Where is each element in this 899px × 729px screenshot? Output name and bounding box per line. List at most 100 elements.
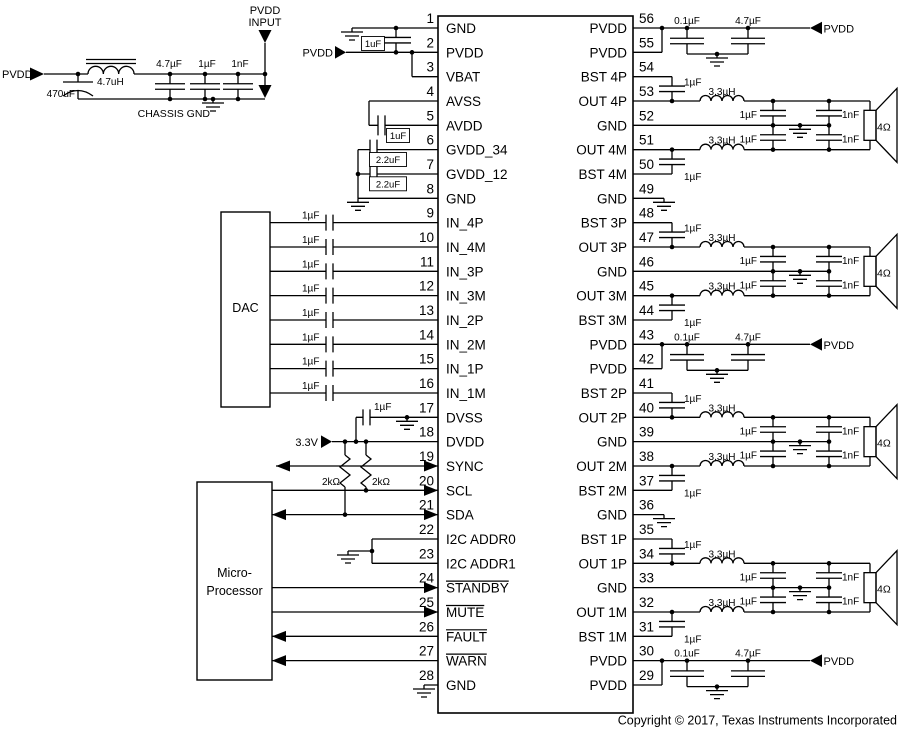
pin-name-I2C-ADDR1: I2C ADDR1	[446, 556, 516, 571]
junction-dot	[353, 439, 359, 444]
pin-number-8: 8	[426, 181, 434, 196]
label-l_out: 3.3µH	[709, 598, 736, 609]
pin-name-PVDD: PVDD	[589, 362, 627, 377]
pin-number-3: 3	[426, 60, 434, 75]
speaker-cone-icon	[875, 403, 898, 481]
junction-dot	[826, 585, 832, 590]
junction-dot	[745, 25, 751, 31]
pin-number-21: 21	[419, 498, 434, 513]
pin-number-30: 30	[639, 644, 654, 659]
label-c_in_dac: 1µF	[302, 284, 319, 295]
pin-name-I2C-ADDR0: I2C ADDR0	[446, 532, 516, 547]
label-c_snub: 1nF	[842, 134, 859, 145]
label-c_filt: 1µF	[740, 451, 757, 462]
junction-dot	[826, 415, 832, 420]
value-box	[386, 128, 410, 143]
pin-name-FAULT: FAULT	[446, 629, 487, 644]
pin-number-7: 7	[426, 157, 434, 172]
label-c_bst: 1µF	[684, 488, 701, 499]
pin-number-31: 31	[639, 619, 654, 634]
ic-body	[437, 15, 634, 714]
pin-name-GND: GND	[446, 678, 476, 693]
label-c_in_dac: 1µF	[302, 332, 319, 343]
label-c_in_dac: 1µF	[302, 235, 319, 246]
pin-name-AVSS: AVSS	[446, 94, 481, 109]
arrowhead	[810, 21, 822, 35]
junction-dot	[745, 658, 751, 663]
junction-dot	[797, 439, 803, 444]
label-c_in3: 1nF	[231, 59, 248, 70]
arrowhead	[321, 435, 332, 448]
label-l_out: 3.3µH	[709, 282, 736, 293]
pin-name-WARN: WARN	[446, 654, 487, 669]
pin-number-36: 36	[639, 498, 654, 513]
label-c_bst: 1µF	[684, 634, 701, 645]
pin-name-STANDBY: STANDBY	[446, 581, 509, 596]
pin-name-IN_3P: IN_3P	[446, 264, 484, 279]
pin-name-BST-2P: BST 2P	[581, 386, 627, 401]
junction-dot	[235, 71, 241, 77]
pin-name-IN_4P: IN_4P	[446, 216, 484, 231]
label-c_filt: 1µF	[740, 426, 757, 437]
label-pvdd_pin2: PVDD	[302, 47, 333, 59]
pin-name-IN_1P: IN_1P	[446, 362, 484, 377]
arrowhead	[272, 509, 286, 521]
microprocessor-label-line1: Micro-	[217, 566, 252, 580]
pin-name-GND: GND	[597, 118, 627, 133]
pin-name-MUTE: MUTE	[446, 605, 484, 620]
label-load: 4Ω	[877, 121, 891, 133]
label-c_in_dac: 1µF	[302, 308, 319, 319]
pin-number-5: 5	[426, 108, 434, 123]
arrowhead	[272, 655, 286, 667]
pin-name-BST-3M: BST 3M	[578, 313, 627, 328]
junction-dot	[770, 609, 776, 615]
junction-dot	[167, 96, 173, 102]
pin-name-GND: GND	[597, 435, 627, 450]
pin-name-PVDD: PVDD	[446, 45, 484, 60]
label-r_pullup1: 2kΩ	[322, 477, 341, 488]
label-l_out: 3.3µH	[709, 136, 736, 147]
label-load: 4Ω	[877, 267, 891, 279]
pin-name-SCL: SCL	[446, 483, 473, 498]
junction-dot	[669, 415, 675, 420]
junction-dot	[393, 50, 399, 55]
junction-dot	[826, 123, 832, 128]
label-c_dec1: 0.1µF	[674, 16, 700, 27]
arrowhead	[424, 582, 438, 594]
label-c_snub: 1nF	[842, 597, 859, 608]
junction-dot	[826, 293, 832, 298]
label-c_snub: 1nF	[842, 426, 859, 437]
arrowhead	[258, 30, 272, 43]
label-c_dec2: 4.7µF	[735, 332, 761, 343]
label-c_dec2: 4.7µF	[735, 16, 761, 27]
label-chassis_gnd: CHASSIS GND	[138, 108, 211, 120]
pin-number-12: 12	[419, 279, 434, 294]
junction-dot	[770, 269, 776, 274]
pin-number-44: 44	[639, 303, 655, 318]
pin-number-48: 48	[639, 206, 654, 221]
pin-number-51: 51	[639, 133, 654, 148]
label-c_in_dac: 1µF	[302, 357, 319, 368]
pin-name-IN_3M: IN_3M	[446, 289, 486, 304]
pin-number-50: 50	[639, 157, 654, 172]
pin-number-4: 4	[426, 84, 434, 99]
component-shapes	[863, 86, 898, 627]
pin-name-BST-4P: BST 4P	[581, 70, 627, 85]
pin-number-46: 46	[639, 254, 654, 269]
dac-block	[220, 211, 271, 408]
junction-dot	[669, 147, 675, 152]
label-c_bulk: 470uF	[47, 89, 75, 100]
pin-name-GND: GND	[446, 21, 476, 36]
pin-name-PVDD: PVDD	[589, 337, 627, 352]
pin-name-SYNC: SYNC	[446, 459, 484, 474]
pin-number-38: 38	[639, 449, 654, 464]
junction-dot	[826, 98, 832, 104]
pin-number-33: 33	[639, 571, 654, 586]
pin-name-GVDD_12: GVDD_12	[446, 167, 508, 182]
junction-dot	[669, 98, 675, 104]
pin-number-43: 43	[639, 327, 654, 342]
pin-number-54: 54	[639, 60, 655, 75]
junction-dot	[826, 561, 832, 566]
junction-dot	[659, 342, 665, 347]
